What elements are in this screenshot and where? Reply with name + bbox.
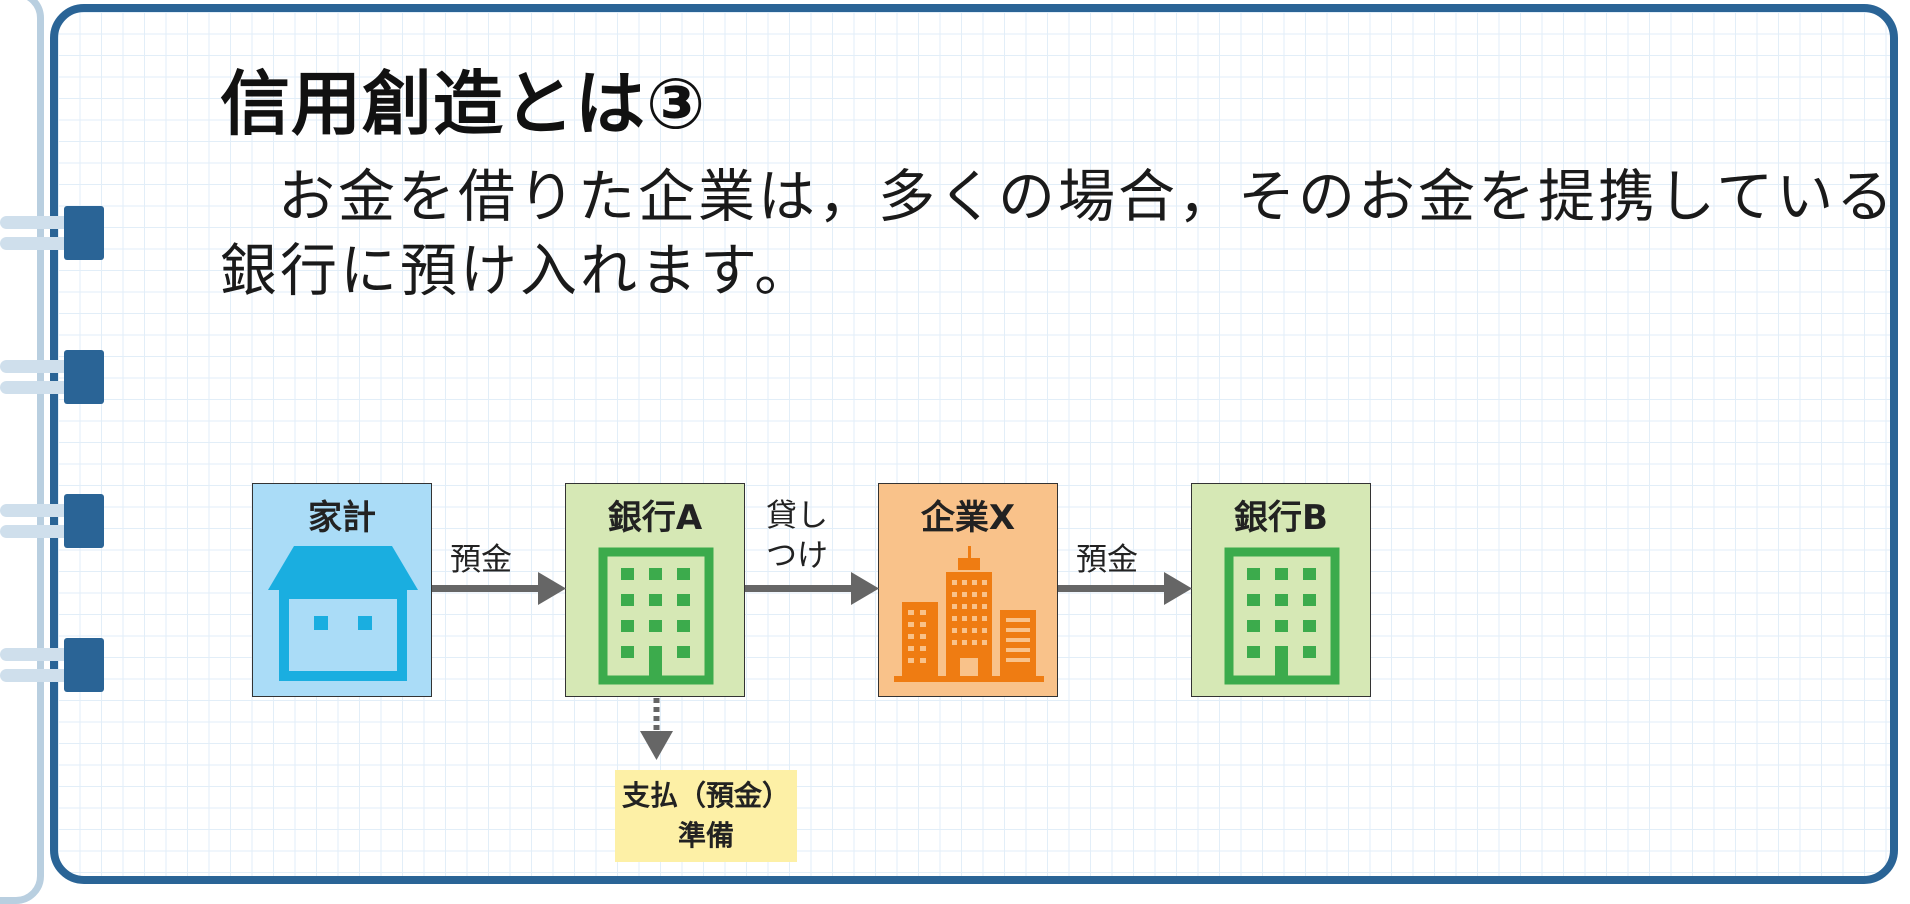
binder-ring bbox=[0, 206, 104, 260]
arrowhead-bank-a bbox=[538, 572, 566, 605]
node-bank-b: 銀行B bbox=[1191, 483, 1371, 697]
node-bank-b-label: 銀行B bbox=[1234, 498, 1328, 538]
reserve-note-line1: 支払（預金） bbox=[621, 779, 790, 812]
edge-label-deposit-1: 預金 bbox=[450, 542, 512, 578]
edge-label-loan-line1: 貸し bbox=[766, 498, 828, 534]
arrowhead-bank-b bbox=[1164, 572, 1192, 605]
edge-label-loan-line2: つけ bbox=[766, 538, 828, 574]
back-page bbox=[0, 0, 44, 904]
node-company-x: 企業X bbox=[878, 483, 1058, 697]
city-buildings-icon bbox=[894, 546, 1044, 682]
binder-ring bbox=[0, 638, 104, 692]
house-icon bbox=[268, 546, 418, 681]
node-bank-a-label: 銀行A bbox=[607, 498, 703, 538]
edge-label-deposit-2: 預金 bbox=[1076, 542, 1138, 578]
reserve-note: 支払（預金） 準備 bbox=[615, 770, 797, 862]
diagram-arrows bbox=[432, 572, 1192, 760]
arrowhead-company-x bbox=[851, 572, 879, 605]
arrow-bank-a-to-company-x bbox=[745, 585, 853, 592]
binder-ring bbox=[0, 350, 104, 404]
slide-title: 信用創造とは③ bbox=[220, 63, 707, 145]
slide-card: 信用創造とは③ お金を借りた企業は，多くの場合，そのお金を提携している銀行に預け… bbox=[50, 4, 1898, 884]
node-household: 家計 bbox=[252, 483, 432, 697]
slide-body-text: お金を借りた企業は，多くの場合，そのお金を提携している銀行に預け入れます。 bbox=[220, 164, 1897, 304]
arrow-company-x-to-bank-b bbox=[1058, 585, 1166, 592]
node-bank-a: 銀行A bbox=[565, 483, 745, 697]
building-icon bbox=[1224, 547, 1340, 685]
arrowhead-reserve bbox=[640, 731, 673, 760]
node-household-label: 家計 bbox=[308, 498, 376, 538]
binder-ring bbox=[0, 494, 104, 548]
arrow-household-to-bank-a bbox=[432, 585, 540, 592]
node-company-x-label: 企業X bbox=[920, 498, 1016, 538]
reserve-note-line2: 準備 bbox=[677, 819, 734, 852]
building-icon bbox=[598, 547, 714, 685]
edge-label-loan: 貸し つけ bbox=[766, 496, 828, 576]
